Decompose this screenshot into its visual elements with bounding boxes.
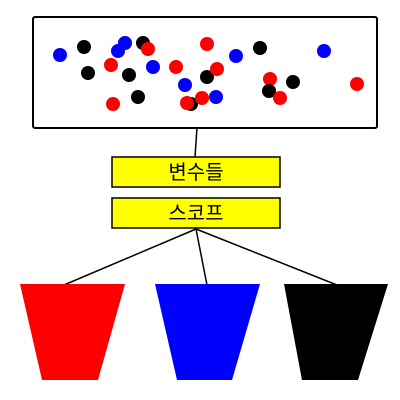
blue-variable-dot: [229, 49, 243, 63]
connector-scope-to-red-bucket: [63, 228, 197, 286]
blue-variable-dot: [178, 78, 192, 92]
blue-variable-dot: [317, 44, 331, 58]
red-variable-dot: [200, 37, 214, 51]
connector-scope-to-blue-bucket: [195, 228, 208, 286]
red-variable-dot: [273, 91, 287, 105]
red-bucket: [20, 284, 125, 380]
black-variable-dot: [81, 66, 95, 80]
black-variable-dot: [253, 41, 267, 55]
variables-label: 변수들: [168, 160, 223, 184]
blue-variable-dot: [146, 60, 160, 74]
black-variable-dot: [286, 75, 300, 89]
variable-dots: [53, 36, 364, 111]
red-variable-dot: [350, 77, 364, 91]
blue-variable-dot: [53, 48, 67, 62]
connector-panel-to-label: [194, 127, 198, 158]
black-variable-dot: [200, 70, 214, 84]
scope-label: 스코프: [168, 201, 223, 225]
black-variable-dot: [77, 40, 91, 54]
black-variable-dot: [131, 90, 145, 104]
black-variable-dot: [122, 68, 136, 82]
blue-variable-dot: [118, 36, 132, 50]
red-variable-dot: [195, 91, 209, 105]
red-variable-dot: [106, 97, 120, 111]
red-variable-dot: [104, 58, 118, 72]
scope-label-box: [111, 197, 281, 229]
red-variable-dot: [169, 60, 183, 74]
black-bucket: [284, 284, 388, 380]
red-variable-dot: [263, 72, 277, 86]
variables-label-box: [111, 156, 281, 188]
connector-scope-to-black-bucket: [195, 228, 338, 286]
blue-bucket: [155, 284, 260, 380]
black-variable-dot: [262, 84, 276, 98]
red-variable-dot: [210, 62, 224, 76]
red-variable-dot: [180, 96, 194, 110]
red-variable-dot: [141, 42, 155, 56]
blue-variable-dot: [209, 90, 223, 104]
